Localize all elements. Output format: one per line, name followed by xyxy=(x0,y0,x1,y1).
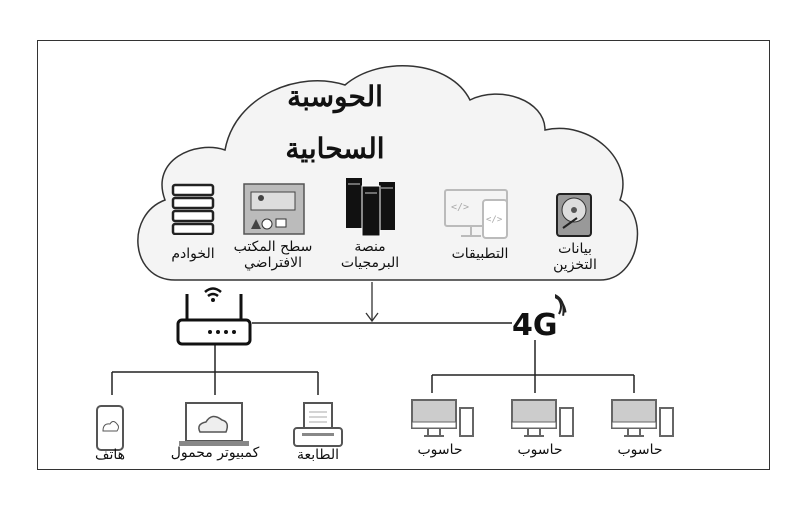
phone-icon xyxy=(96,405,124,451)
computer-label: حاسوب xyxy=(417,442,463,458)
printer-icon xyxy=(293,402,343,447)
platform-label-1: منصة xyxy=(354,239,386,255)
virtual-desktop-label-1: سطح المكتب xyxy=(233,239,313,255)
signal-waves-icon xyxy=(555,292,567,316)
printer-label: الطابعة xyxy=(296,447,340,463)
desktop-computer-icon xyxy=(411,399,474,437)
svg-text:</>: </> xyxy=(451,202,469,213)
applications-label: التطبيقات xyxy=(451,246,509,262)
wifi-router-icon xyxy=(176,287,252,346)
svg-text:</>: </> xyxy=(486,215,503,225)
hard-drive-icon xyxy=(556,193,592,237)
code-devices-icon: </> </> xyxy=(444,189,508,239)
platform-label-2: البرمجيات xyxy=(340,255,400,271)
computer-label: حاسوب xyxy=(617,442,663,458)
diagram-frame xyxy=(37,40,770,470)
servers-label: الخوادم xyxy=(171,246,215,262)
storage-label-2: التخزين xyxy=(553,257,597,273)
storage-label-1: بيانات xyxy=(558,241,592,257)
cloud-title-line2: السحابية xyxy=(285,132,385,165)
phone-label: هاتف xyxy=(94,447,126,463)
desktop-computer-icon xyxy=(511,399,574,437)
4g-label: 4G xyxy=(512,308,558,343)
virtual-desktop-icon xyxy=(243,183,305,235)
server-rack-icon xyxy=(171,183,215,235)
platform-servers-icon xyxy=(346,178,395,236)
laptop-label: كمبيوتر محمول xyxy=(170,445,260,461)
computer-label: حاسوب xyxy=(517,442,563,458)
desktop-computer-icon xyxy=(611,399,674,437)
virtual-desktop-label-2: الافتراضي xyxy=(244,255,302,271)
cloud-title-line1: الحوسبة xyxy=(287,80,383,113)
laptop-icon xyxy=(179,402,249,446)
